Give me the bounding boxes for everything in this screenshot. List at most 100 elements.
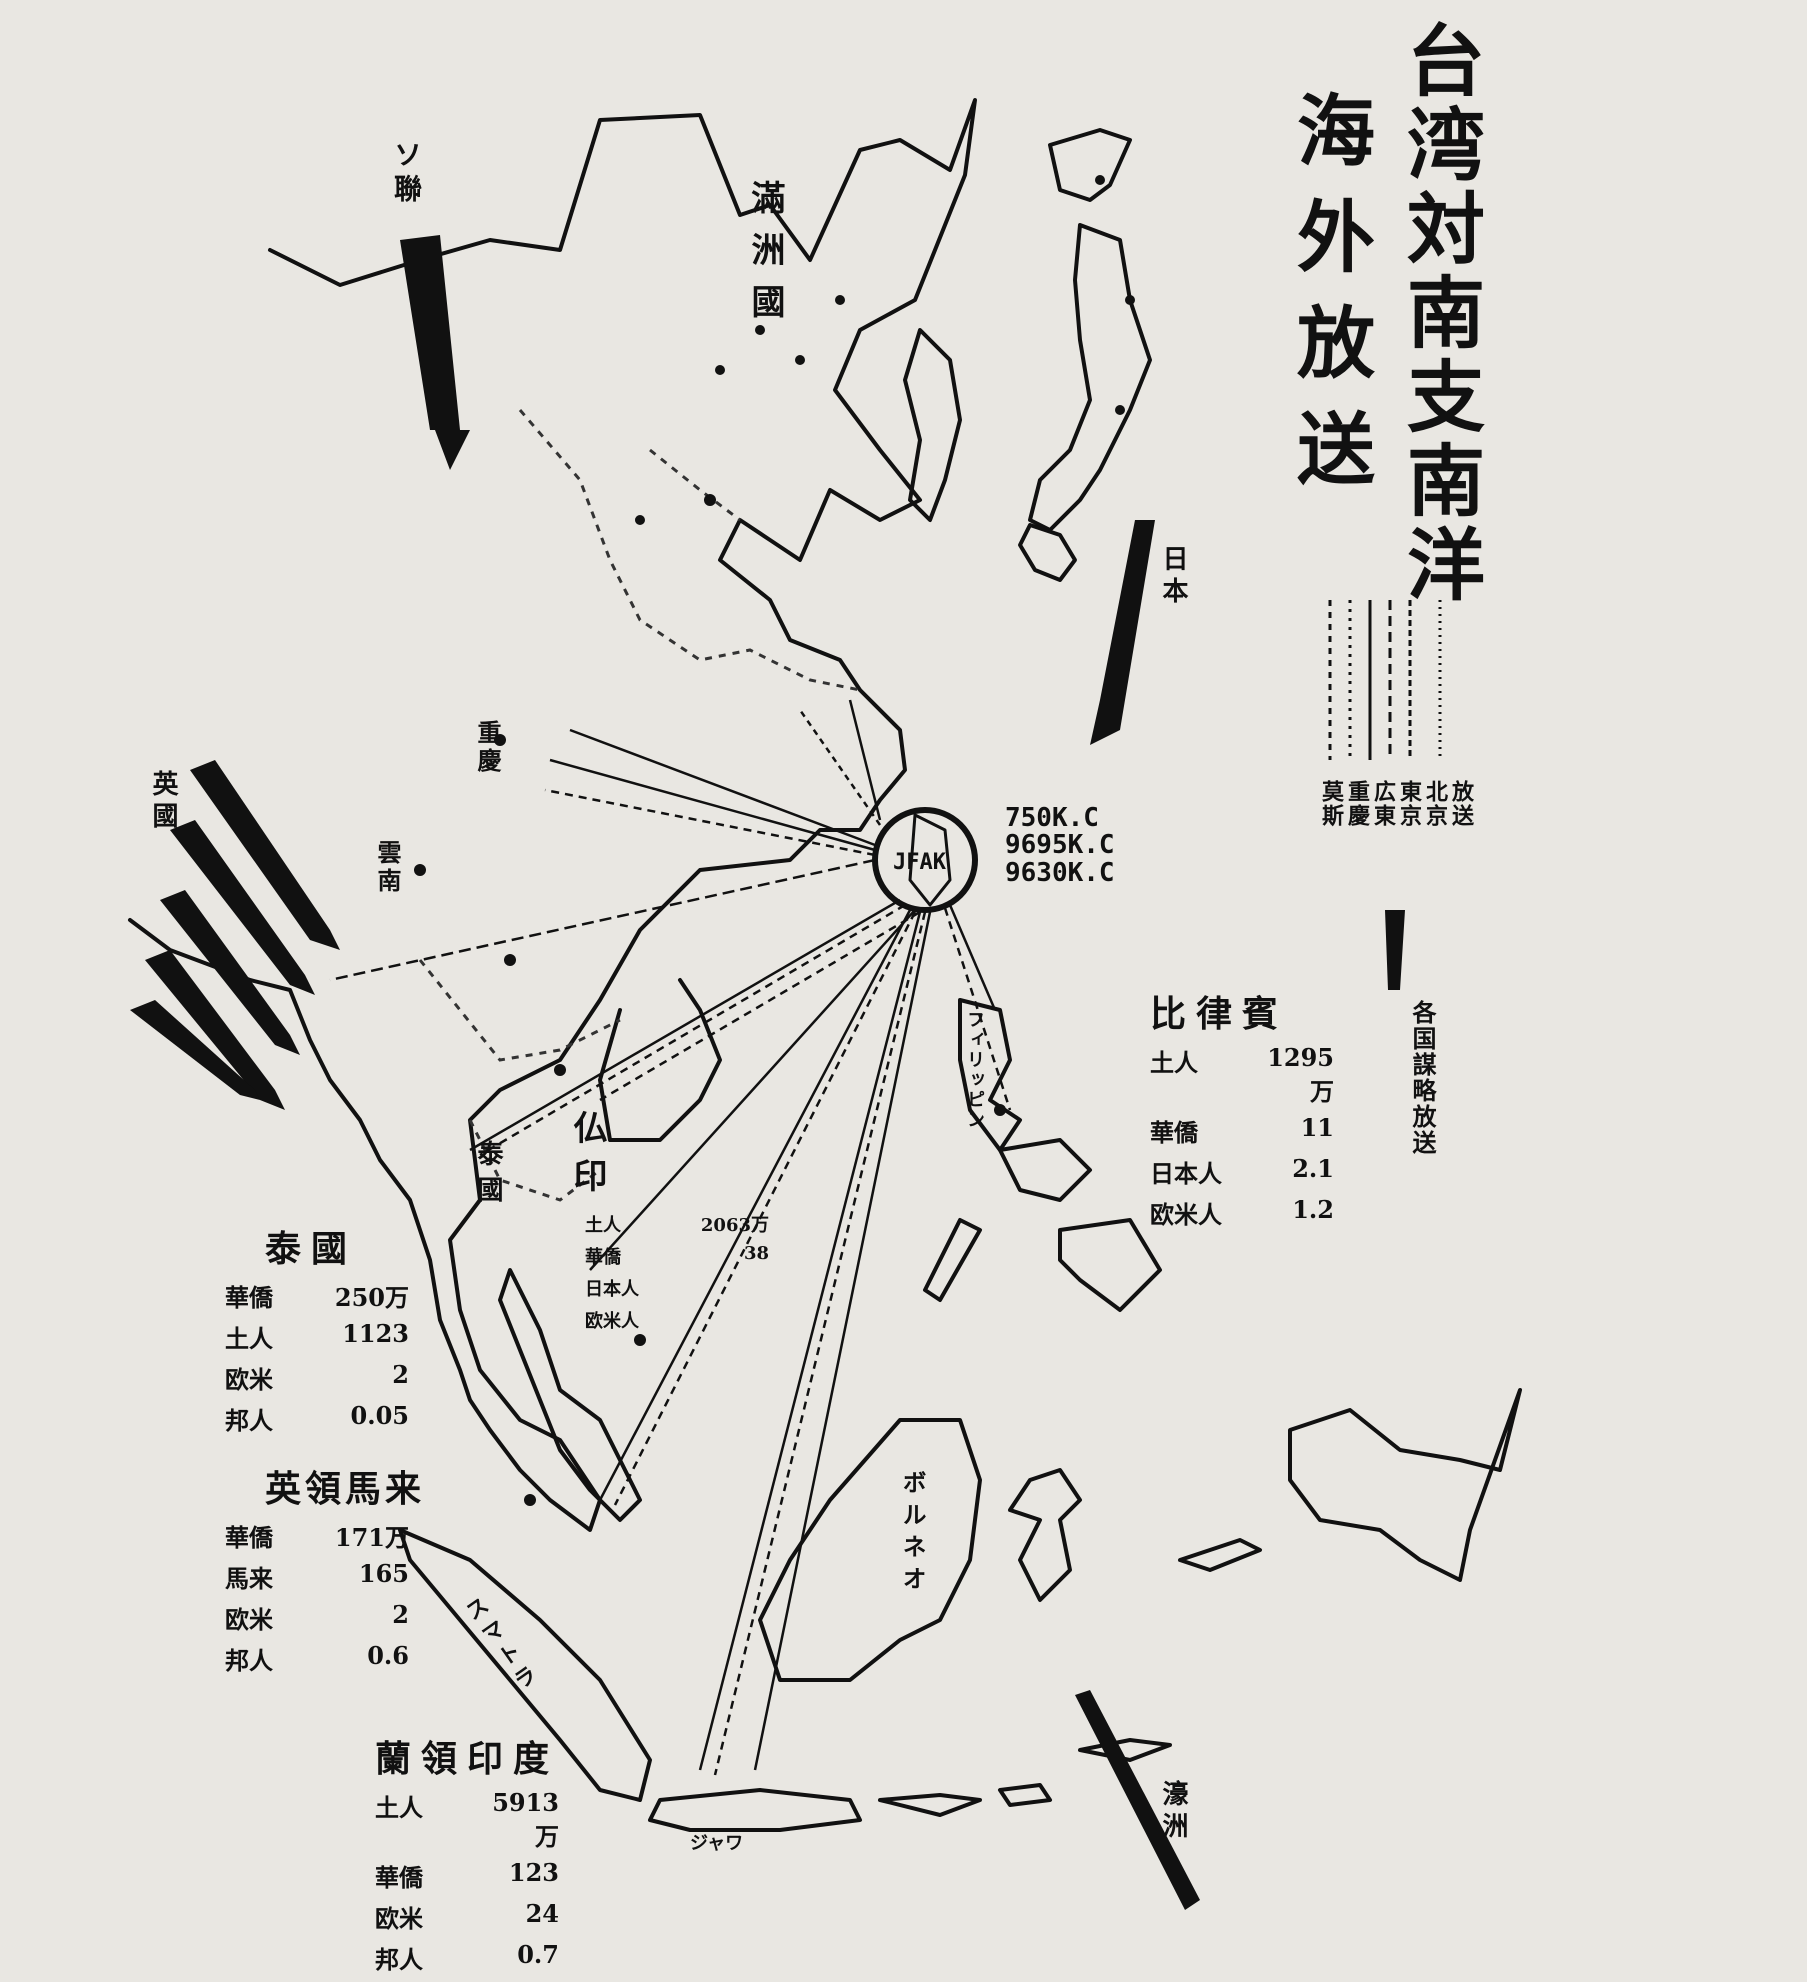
stat-value: 250万 — [334, 1283, 409, 1312]
stat-value — [689, 1307, 769, 1333]
arrow-west-4 — [145, 950, 285, 1110]
arrow-label-west: 英國 — [148, 770, 178, 834]
stat-key: 華僑 — [585, 1247, 621, 1268]
arrow-west-2 — [170, 820, 315, 995]
stat-key: 日本人 — [585, 1279, 639, 1300]
stat-value: 0.7 — [517, 1940, 559, 1969]
stats-malaya-title: 英領馬来 — [265, 1468, 426, 1510]
arrow-label-japan: 日本 — [1158, 545, 1188, 609]
japan-hokkaido — [1048, 128, 1132, 202]
stat-key: 欧米人 — [1150, 1200, 1222, 1229]
stat-key: 欧米 — [375, 1904, 423, 1933]
stat-key: 華僑 — [1150, 1118, 1198, 1147]
stats-thailand-title: 泰國 — [265, 1228, 358, 1270]
place-java: ジャワ — [690, 1833, 744, 1854]
stats-dutch-indies-title: 蘭領印度 — [375, 1738, 560, 1780]
indochina-coast — [598, 978, 722, 1142]
korea-peninsula — [903, 328, 962, 522]
stat-key: 欧米人 — [585, 1311, 639, 1332]
china-border — [518, 409, 861, 692]
indochina-border — [418, 959, 621, 1062]
stat-value: 2.1 — [1292, 1154, 1334, 1183]
stat-key: 土人 — [225, 1324, 273, 1353]
palawan — [923, 1218, 982, 1302]
legend-col-2: 北京 — [1422, 780, 1448, 828]
stats-thailand: 泰國 華僑 250万 土人 1123 欧米 2 邦人 0.05 — [225, 1220, 409, 1436]
legend-col-4: 広東 — [1370, 780, 1396, 828]
sumatra — [398, 1528, 652, 1802]
stat-key: 邦人 — [375, 1945, 423, 1974]
lesser-sunda-islands — [878, 1538, 1262, 1817]
legend-columns: 莫斯 重慶 広東 東京 北京 放送 — [1318, 780, 1474, 828]
place-chongqing: 重慶 — [473, 720, 502, 776]
stat-value: 24 — [525, 1899, 559, 1928]
arrow-west-5 — [130, 1000, 260, 1100]
arrow-west-3 — [160, 890, 300, 1055]
philippines-mindanao — [1058, 1218, 1162, 1312]
malay-peninsula — [498, 1268, 642, 1522]
stat-key: 欧米 — [225, 1365, 273, 1394]
legend-col-3: 東京 — [1396, 780, 1422, 828]
legend-arrow-label: 各国謀略放送 — [1408, 1000, 1437, 1156]
stat-key: 欧米 — [225, 1605, 273, 1634]
stat-value: 1123 — [342, 1319, 409, 1348]
mainland-coastline — [128, 98, 977, 1532]
arrow-south — [1075, 1690, 1200, 1910]
thai-border — [468, 1119, 601, 1202]
stat-key: 華僑 — [225, 1523, 273, 1552]
arrow-japan — [1090, 520, 1155, 745]
stat-key: 華僑 — [375, 1863, 423, 1892]
legend-col-6: 莫斯 — [1318, 780, 1344, 828]
arrow-legend — [1385, 910, 1405, 990]
map-title-line1: 台湾対南支南洋 — [1394, 20, 1485, 608]
place-manchukuo: 滿洲國 — [745, 180, 785, 336]
stat-value: 165 — [358, 1559, 409, 1588]
manchuria-border — [649, 448, 741, 522]
new-guinea — [1288, 1388, 1522, 1582]
stat-key: 土人 — [585, 1215, 621, 1236]
japan-kyushu — [1018, 523, 1077, 582]
stats-philippines-title: 比律賓 — [1150, 993, 1289, 1035]
stat-value: 0.05 — [350, 1401, 409, 1430]
station-frequencies: 750K.C 9695K.C 9630K.C — [1005, 803, 1115, 888]
philippines-luzon — [958, 998, 1022, 1152]
stat-key: 華僑 — [225, 1283, 273, 1312]
map-title-line2: 海外放送 — [1284, 90, 1375, 514]
philippines-visayas — [998, 1138, 1092, 1202]
stat-value: 11 — [1300, 1113, 1334, 1142]
stat-value: 2063万 — [700, 1215, 769, 1236]
japan-honshu — [1028, 223, 1152, 532]
stat-key: 土人 — [375, 1793, 423, 1822]
station-callsign: JFAK — [893, 850, 946, 875]
legend-col-5: 重慶 — [1344, 780, 1370, 828]
frequency-2: 9695K.C — [1005, 830, 1115, 861]
arrow-north — [400, 235, 470, 470]
frequency-1: 750K.C — [1005, 803, 1099, 833]
borneo — [758, 1418, 982, 1682]
stat-value — [689, 1275, 769, 1301]
stat-value: 0.6 — [367, 1641, 409, 1670]
place-philippines: フィリッピン — [964, 1010, 985, 1130]
stat-value: 1.2 — [1292, 1195, 1334, 1224]
stat-key: 馬来 — [225, 1564, 273, 1593]
legend-col-1: 放送 — [1448, 780, 1474, 828]
frequency-3: 9630K.C — [1005, 857, 1115, 888]
arrow-label-north: ソ聯 — [390, 140, 423, 208]
legend-lines — [1328, 600, 1442, 760]
place-yunnan: 雲南 — [373, 840, 402, 896]
arrow-west-1 — [190, 760, 340, 950]
place-borneo: ボルネオ — [898, 1470, 927, 1598]
jamming-arrows — [130, 235, 1405, 1910]
stat-key: 邦人 — [225, 1406, 273, 1435]
stat-value: 2 — [392, 1360, 409, 1389]
city-dots — [414, 175, 1135, 1506]
stat-value: 171万 — [334, 1523, 409, 1552]
place-french-indochina: 仏印 — [567, 1110, 607, 1206]
stat-value: 1295万 — [1267, 1043, 1334, 1106]
broadcast-rays — [329, 699, 1012, 1776]
stat-key: 日本人 — [1150, 1159, 1222, 1188]
